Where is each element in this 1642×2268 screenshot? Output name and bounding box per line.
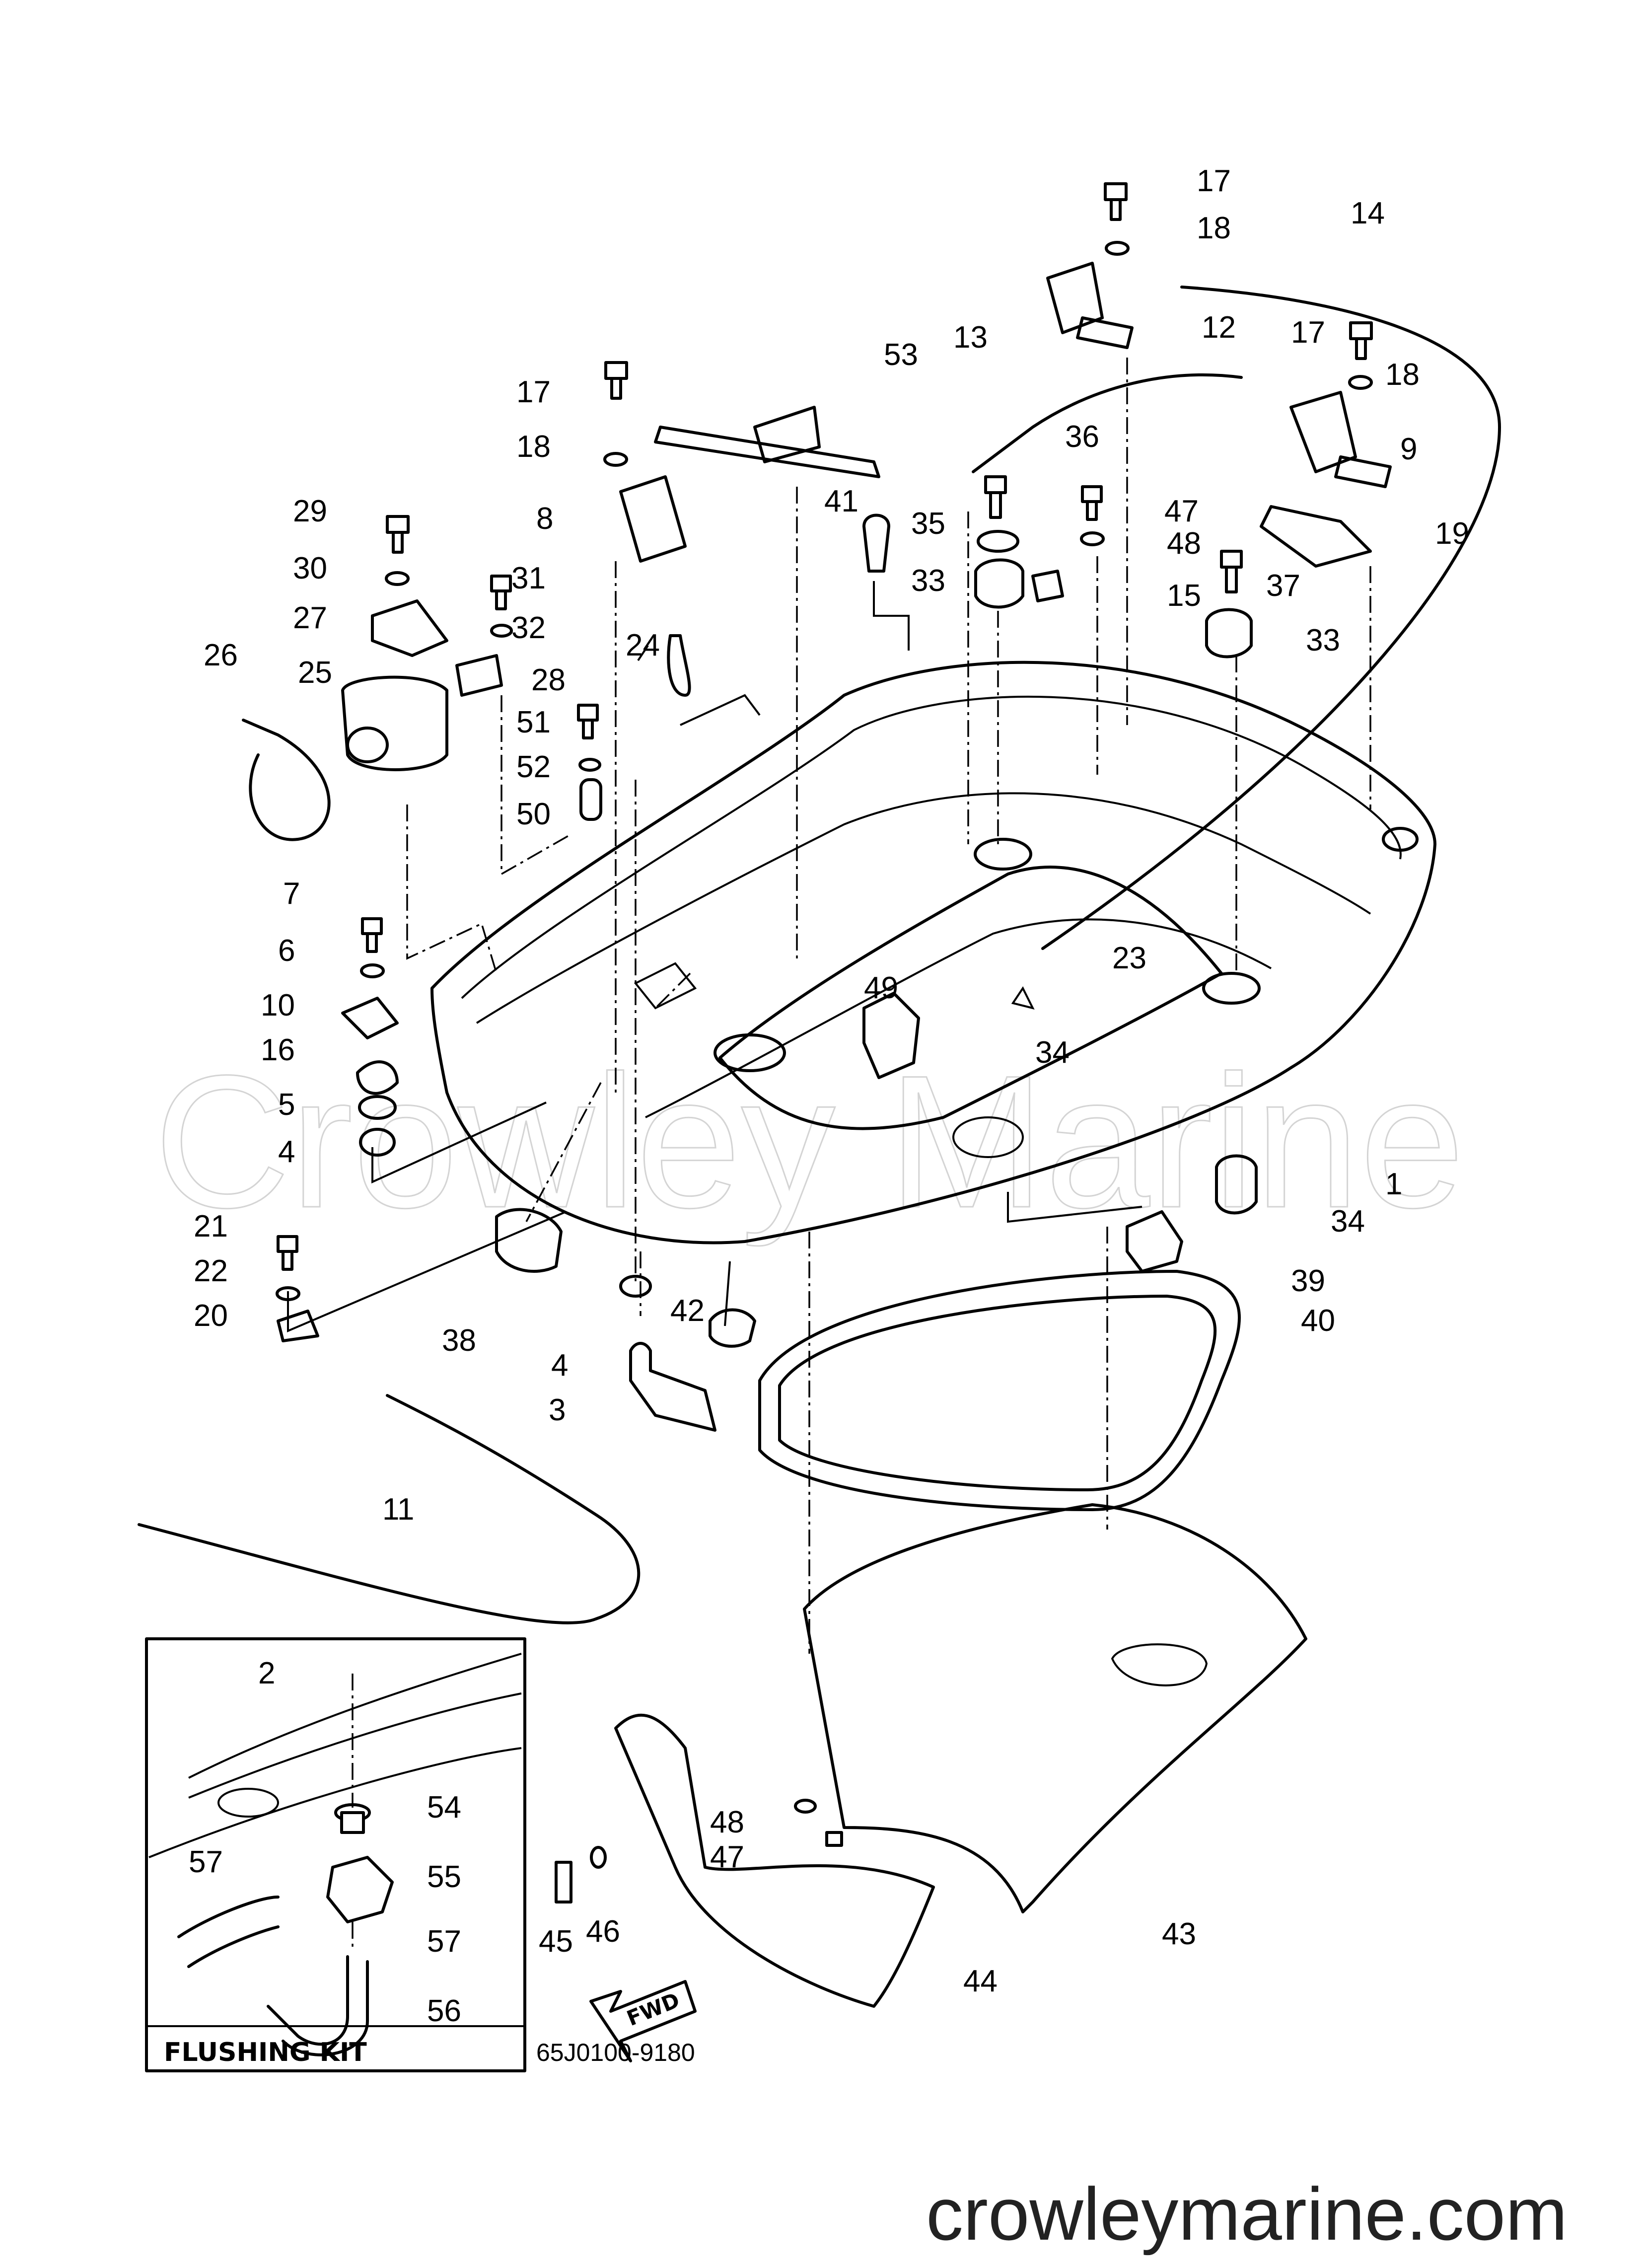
watermark-text: Crowley Marine — [154, 1036, 1465, 1248]
callout-label-c53: 53 — [884, 338, 918, 372]
callout-label-c35: 35 — [911, 507, 945, 541]
callout-label-c40: 40 — [1301, 1304, 1335, 1338]
callout-label-c41: 41 — [824, 484, 858, 518]
callout-label-c20: 20 — [194, 1299, 228, 1333]
callout-labels: 1234456789101112131415161717171818181920… — [189, 164, 1469, 2028]
callout-label-c45: 45 — [539, 1924, 573, 1959]
callout-label-c51: 51 — [516, 705, 551, 739]
callout-label-c32: 32 — [511, 611, 546, 645]
callout-label-c9: 9 — [1400, 432, 1417, 466]
callout-label-c37: 37 — [1266, 569, 1300, 603]
spring-13-shape — [972, 373, 1243, 473]
small-parts — [242, 182, 1392, 1903]
callout-label-c17c: 17 — [516, 375, 551, 409]
callout-label-c4a: 4 — [278, 1135, 295, 1169]
callout-label-c17b: 17 — [1291, 315, 1325, 350]
callout-label-c13: 13 — [953, 320, 988, 355]
lower-cover-43-shape — [803, 1503, 1307, 1913]
bottom-cowling-shape — [430, 660, 1436, 1244]
callout-label-c12: 12 — [1202, 310, 1236, 345]
site-url: crowleymarine.com — [926, 2172, 1568, 2256]
callout-label-c2: 2 — [258, 1656, 275, 1690]
diagram-code: 65J0100-9180 — [536, 2039, 695, 2066]
callout-label-c23: 23 — [1112, 941, 1146, 975]
callout-label-c18b: 18 — [1385, 358, 1420, 392]
callout-label-c56: 56 — [427, 1994, 461, 2028]
callout-label-c55: 55 — [427, 1860, 461, 1894]
callout-label-c43: 43 — [1162, 1917, 1196, 1951]
callout-label-c47a: 47 — [1164, 494, 1199, 528]
seal-40-shape — [758, 1270, 1241, 1511]
callout-label-c11: 11 — [382, 1492, 414, 1527]
callout-label-c29: 29 — [293, 494, 327, 528]
callout-label-c34b: 34 — [1331, 1204, 1365, 1239]
callout-label-c24: 24 — [626, 628, 660, 662]
callout-label-c27: 27 — [293, 601, 327, 635]
callout-label-c6: 6 — [278, 934, 295, 968]
callout-label-c28: 28 — [531, 663, 566, 697]
callout-label-c18c: 18 — [516, 430, 551, 464]
callout-label-c49: 49 — [864, 971, 898, 1005]
callout-label-c44: 44 — [963, 1964, 998, 1998]
callout-label-c25: 25 — [298, 656, 332, 690]
callout-label-c42: 42 — [670, 1294, 705, 1328]
callout-label-c31: 31 — [511, 561, 546, 595]
flushing-kit-inset — [145, 1637, 526, 2072]
callout-label-c8: 8 — [536, 502, 553, 536]
callout-label-c26: 26 — [204, 638, 238, 672]
callout-label-c19: 19 — [1435, 516, 1469, 551]
callout-label-c15: 15 — [1167, 579, 1201, 613]
callout-label-c48a: 48 — [1167, 526, 1201, 561]
cable-11-shape — [138, 1394, 641, 1624]
callout-label-c57b: 57 — [427, 1924, 461, 1959]
callout-label-c36: 36 — [1065, 420, 1099, 454]
leader-lines — [287, 358, 1371, 1654]
callout-label-c16: 16 — [261, 1033, 295, 1067]
callout-label-c38: 38 — [442, 1323, 476, 1358]
callout-label-c54: 54 — [427, 1790, 461, 1825]
callout-label-c21: 21 — [194, 1209, 228, 1244]
callout-label-c17a: 17 — [1197, 164, 1231, 198]
callout-label-c22: 22 — [194, 1254, 228, 1288]
callout-label-c7: 7 — [283, 877, 300, 911]
callout-label-c52: 52 — [516, 750, 551, 784]
cable-14-shape — [1041, 286, 1501, 950]
callout-label-c39: 39 — [1291, 1264, 1325, 1298]
callout-label-c4b: 4 — [551, 1348, 568, 1383]
callout-label-c18a: 18 — [1197, 211, 1231, 245]
callout-label-c5: 5 — [278, 1088, 295, 1122]
callout-label-c50: 50 — [516, 797, 551, 831]
callout-label-c30: 30 — [293, 551, 327, 585]
callout-label-c33a: 33 — [911, 564, 945, 598]
callout-label-c48b: 48 — [710, 1805, 744, 1839]
callout-label-c1: 1 — [1385, 1167, 1402, 1201]
callout-label-c57a: 57 — [189, 1845, 223, 1879]
callout-label-c3: 3 — [549, 1393, 566, 1427]
callout-label-c14: 14 — [1351, 196, 1385, 230]
callout-label-c34a: 34 — [1035, 1035, 1070, 1070]
side-cover-44-shape — [614, 1713, 935, 2008]
callout-label-c33b: 33 — [1306, 623, 1340, 658]
callout-label-c47b: 47 — [710, 1840, 744, 1874]
callout-label-c10: 10 — [261, 988, 295, 1023]
inset-title: FLUSHING KIT — [164, 2038, 367, 2067]
callout-label-c46: 46 — [586, 1914, 620, 1949]
